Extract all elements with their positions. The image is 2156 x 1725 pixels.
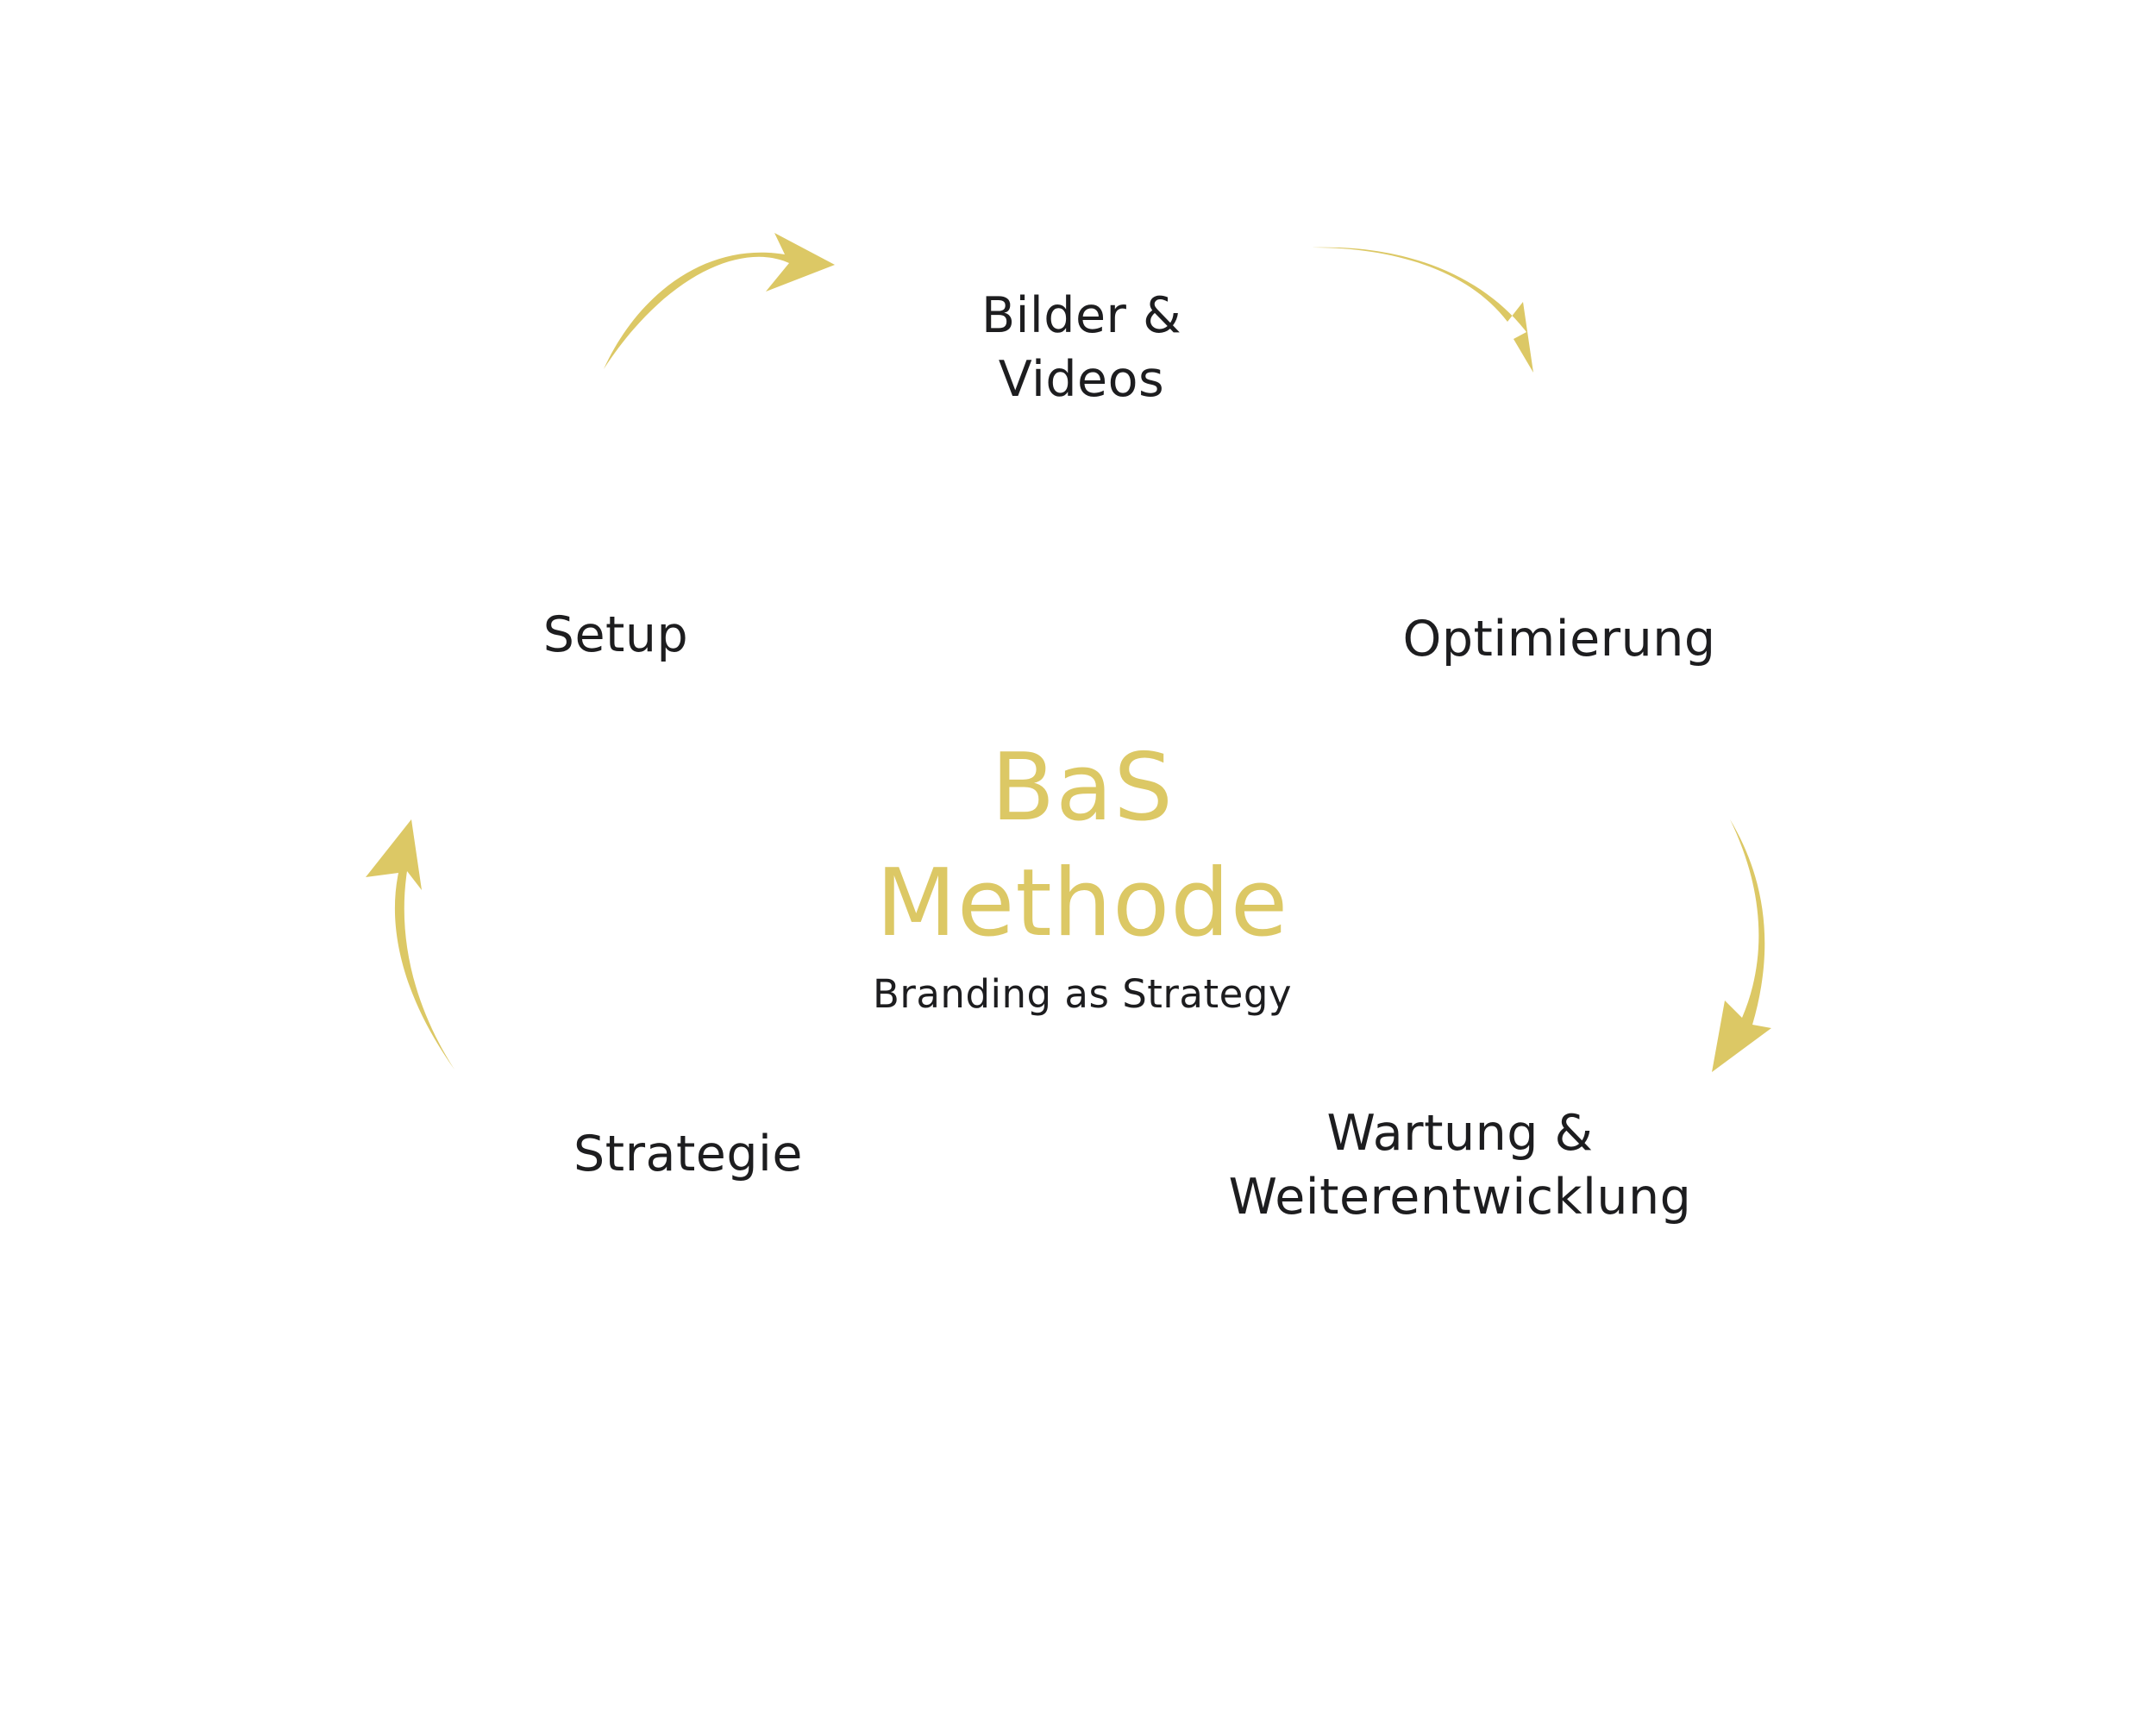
- center-label: BaS Methode Branding as Strategy: [873, 731, 1292, 1020]
- step-setup-label: Setup: [542, 606, 689, 663]
- curved-arrow-icon: [604, 233, 835, 369]
- step-wartung-line1: Wartung &: [1326, 1105, 1594, 1162]
- method-title-line2: Methode: [875, 850, 1289, 957]
- method-title-line1: BaS: [991, 734, 1174, 842]
- step-bilder-line1: Bilder &: [981, 287, 1182, 344]
- step-wartung-weiterentwicklung: Wartung & Weiterentwicklung: [1229, 1101, 1692, 1229]
- arrow-setup-to-bilder: [604, 233, 835, 369]
- arrow-bilder-to-optimierung: [1313, 247, 1533, 373]
- step-bilder-line2: Videos: [998, 351, 1165, 408]
- step-strategie: Strategie: [573, 1122, 803, 1186]
- curved-arrow-icon: [1712, 819, 1771, 1072]
- arrow-strategie-to-setup: [366, 819, 454, 1070]
- step-bilder-videos: Bilder & Videos: [981, 284, 1181, 411]
- step-optimierung-label: Optimierung: [1402, 611, 1716, 668]
- step-wartung-line2: Weiterentwicklung: [1228, 1169, 1692, 1226]
- step-setup: Setup: [543, 603, 688, 667]
- arrow-optimierung-to-wartung: [1712, 819, 1771, 1072]
- method-subtitle: Branding as Strategy: [872, 971, 1293, 1017]
- step-strategie-label: Strategie: [573, 1126, 803, 1182]
- step-optimierung: Optimierung: [1402, 607, 1715, 671]
- curved-arrow-icon: [1313, 247, 1533, 373]
- method-title: BaS Methode: [873, 731, 1292, 962]
- curved-arrow-icon: [366, 819, 454, 1070]
